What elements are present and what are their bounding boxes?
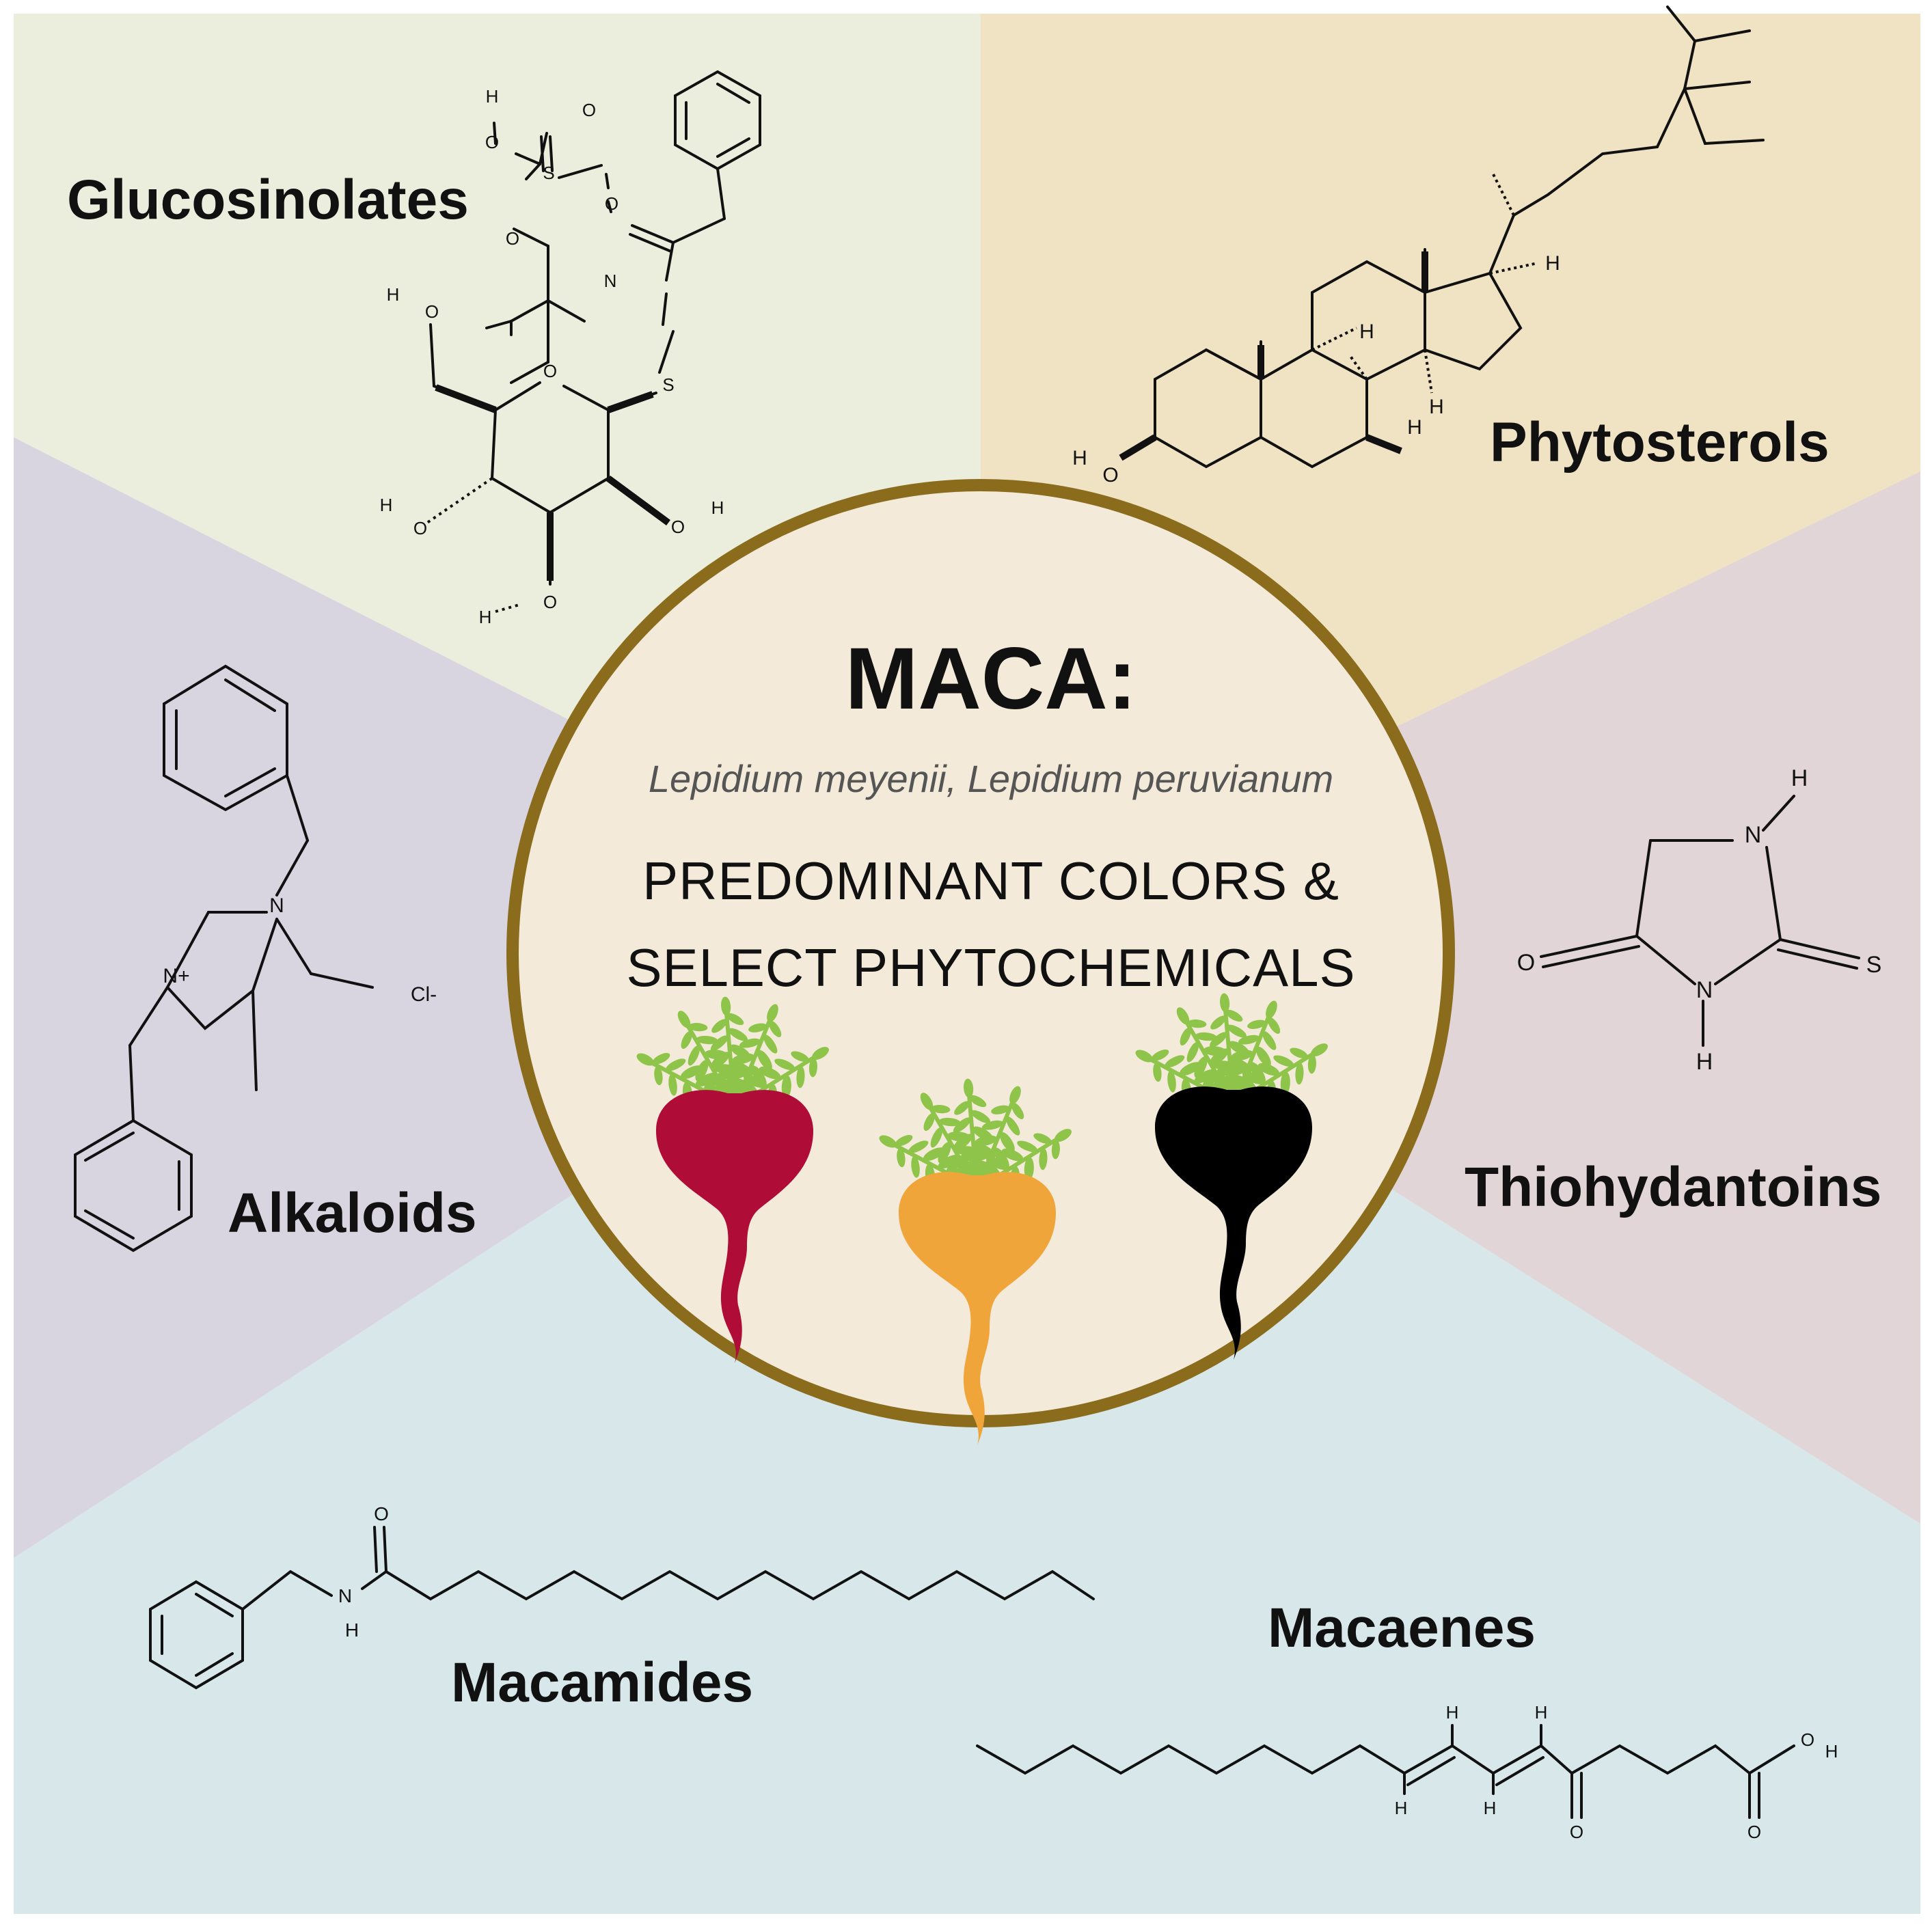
atom-h: H (1545, 252, 1560, 275)
thiohydantoin-atoms: H N O S N H (1517, 765, 1882, 1075)
atom-h: H (1446, 1702, 1459, 1723)
atom-h: H (380, 495, 393, 515)
atom-h: H (1429, 396, 1444, 418)
atom-h: H (1407, 416, 1422, 439)
atom-o: O (506, 228, 519, 249)
atom-h: H (711, 497, 724, 518)
thiohydantoin-structure (1540, 795, 1860, 1047)
atom-cl-minus: Cl- (411, 983, 437, 1006)
atom-s: S (543, 163, 554, 183)
atom-h: H (479, 607, 492, 627)
macaene-structure (976, 1724, 1795, 1819)
alkaloid-atoms: N N+ Cl- (163, 894, 437, 1006)
atom-o: O (1570, 1822, 1583, 1842)
macamide-atoms: O N H (338, 1503, 389, 1641)
atom-o: O (605, 193, 618, 214)
atom-n: N (338, 1585, 352, 1606)
alkaloid-structure (74, 664, 374, 1252)
atom-n: N (269, 894, 284, 917)
atom-o: O (671, 517, 685, 537)
label-alkaloids: Alkaloids (228, 1182, 477, 1244)
label-glucosinolates: Glucosinolates (67, 169, 469, 231)
atom-n: N (604, 271, 617, 291)
label-thiohydantoins: Thiohydantoins (1465, 1156, 1882, 1218)
center-subtitle: Lepidium meyenii, Lepidium peruvianum (648, 757, 1334, 800)
atom-o: O (1102, 464, 1118, 487)
atom-h: H (1359, 320, 1374, 343)
center-title: MACA: (845, 630, 1137, 728)
phytosterol-atoms: H O H H H H (1072, 252, 1560, 487)
atom-o: O (543, 361, 557, 381)
atom-o: O (425, 301, 439, 322)
atom-o: O (1517, 950, 1535, 976)
atom-s: S (1866, 952, 1882, 978)
atom-h: H (1072, 447, 1087, 469)
atom-n: N (1696, 977, 1713, 1003)
label-macamides: Macamides (451, 1652, 754, 1714)
label-macaenes: Macaenes (1268, 1597, 1536, 1659)
atom-o: O (582, 100, 596, 120)
atom-h: H (1484, 1798, 1497, 1818)
atom-n: N (1745, 822, 1762, 848)
atom-h: H (1825, 1741, 1838, 1762)
atom-o: O (543, 592, 557, 612)
atom-h: H (486, 86, 499, 107)
sector-alkaloids (14, 437, 981, 1558)
atom-h: H (1791, 765, 1808, 791)
atom-h: H (345, 1619, 359, 1641)
atom-o: O (374, 1503, 389, 1524)
atom-o: O (485, 132, 499, 152)
center-heading-line1: PREDOMINANT COLORS & (642, 851, 1339, 911)
atom-o: O (1747, 1822, 1761, 1842)
atom-o: O (1801, 1729, 1814, 1750)
glucosinolate-atoms: H O S O O O N S O H O H O O H H O (380, 86, 724, 627)
glucosinolate-structure (485, 70, 761, 384)
atom-s: S (662, 374, 674, 395)
atom-h: H (1395, 1798, 1408, 1818)
atom-n-plus: N+ (163, 965, 189, 987)
atom-o: O (413, 518, 427, 538)
macaene-atoms: H H H H O O O H (1395, 1702, 1838, 1842)
label-phytosterols: Phytosterols (1490, 411, 1829, 474)
atom-h: H (387, 284, 400, 305)
atom-h: H (1696, 1049, 1713, 1075)
macamide-structure (149, 1526, 1095, 1690)
center-heading-line2: SELECT PHYTOCHEMICALS (626, 937, 1356, 998)
atom-h: H (1535, 1702, 1548, 1723)
